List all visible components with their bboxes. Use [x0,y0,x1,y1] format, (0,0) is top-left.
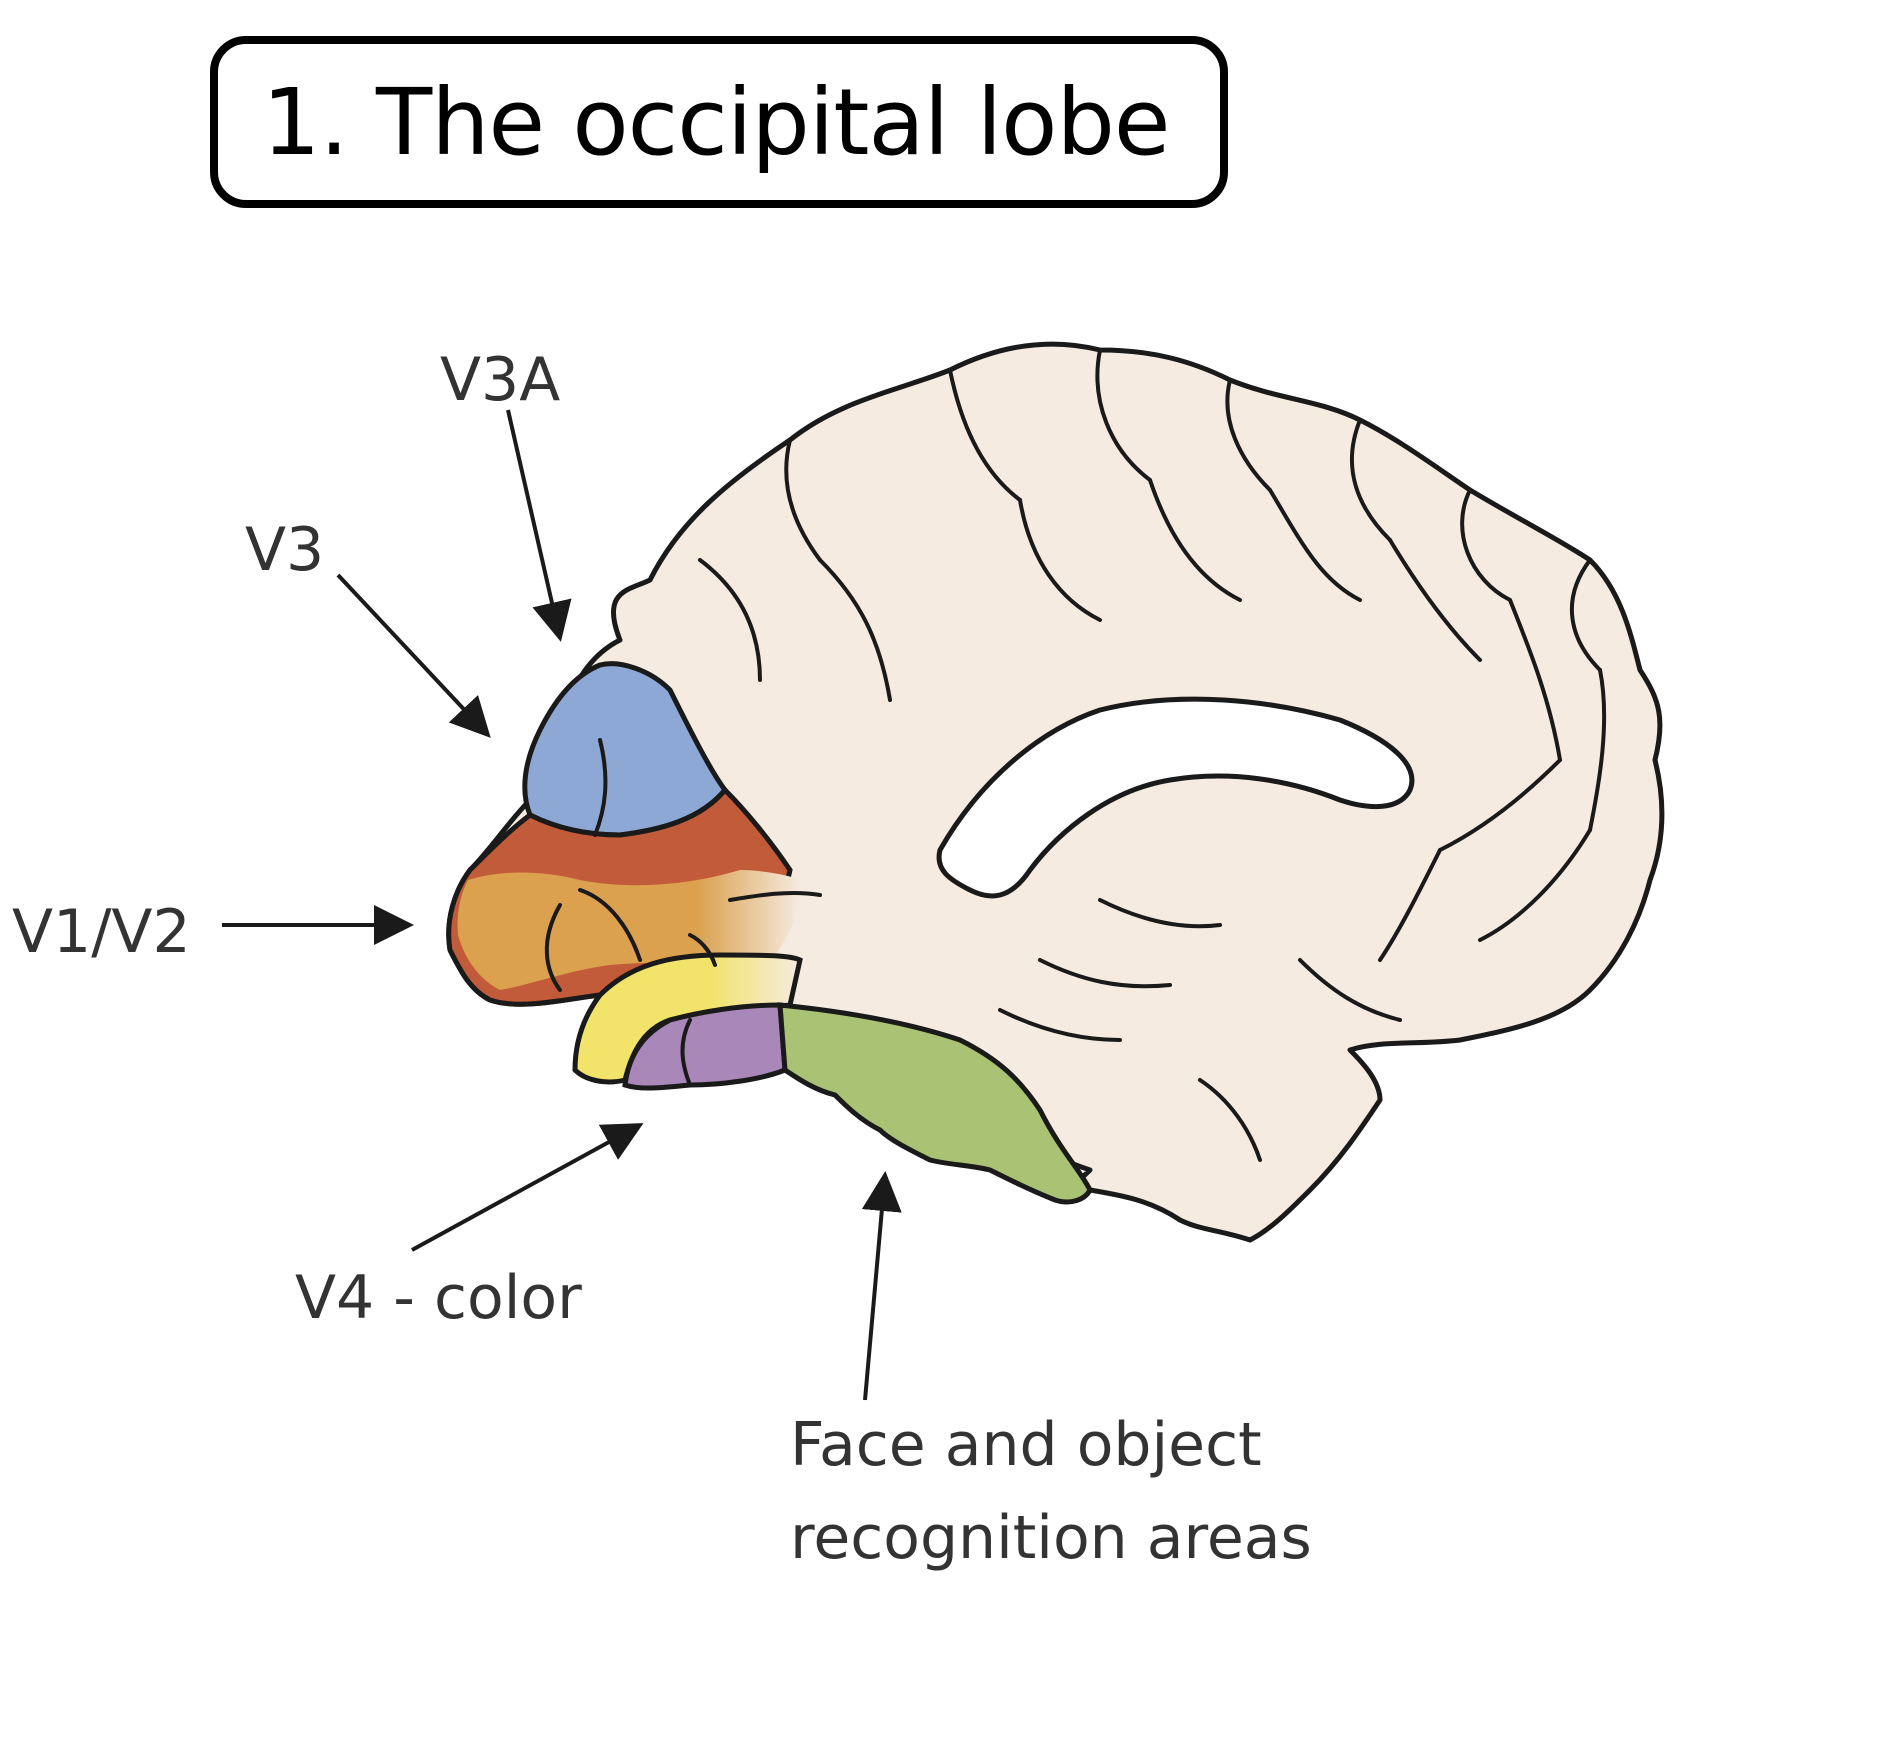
arrows [222,409,902,1401]
label-v3a: V3A [440,345,560,415]
label-v1v2: V1/V2 [12,897,191,967]
page-title: 1. The occipital lobe [262,68,1170,176]
arrow-v3a [506,409,572,642]
region-v4 [622,1002,788,1091]
corpus-callosum [936,696,1415,899]
arrow-face-object [861,1171,902,1401]
arrow-v3 [336,573,491,738]
sulci-lines [544,348,1607,1162]
region-face-object [777,1002,1093,1205]
title-box: 1. The occipital lobe [210,36,1228,208]
label-v3: V3 [245,515,324,585]
label-face-line2: recognition areas [790,1503,1312,1573]
label-face-line1: Face and object [790,1410,1262,1480]
label-v4: V4 - color [295,1263,582,1333]
arrow-v4 [411,1123,644,1252]
